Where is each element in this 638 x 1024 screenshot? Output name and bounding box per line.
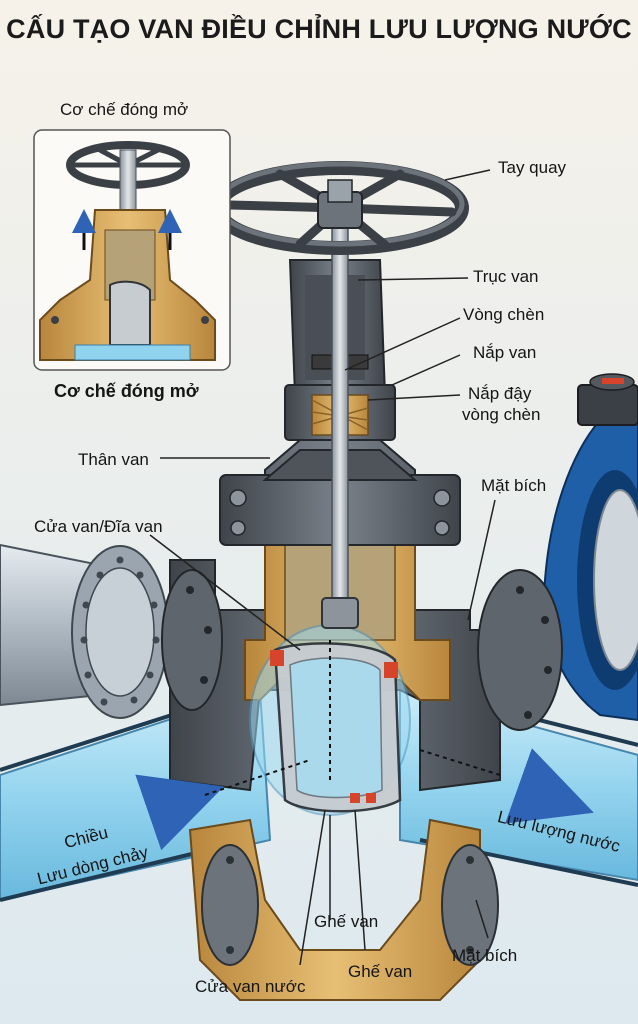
leader-lines bbox=[149, 169, 496, 966]
label-seat-1: Ghế van bbox=[314, 912, 379, 931]
valve-stem bbox=[331, 214, 349, 621]
label-gland-line2: vòng chèn bbox=[462, 405, 541, 424]
label-flange-top: Mặt bích bbox=[481, 476, 547, 495]
label-body: Thân van bbox=[78, 450, 149, 469]
inset-title: Cơ chế đóng mở bbox=[60, 100, 189, 119]
left-inlet-pipe bbox=[0, 543, 169, 719]
gate-disc bbox=[249, 597, 411, 816]
label-seat-2: Ghế van bbox=[348, 962, 413, 981]
label-disc: Cửa van/Đĩa van bbox=[34, 517, 163, 536]
label-stem: Trục van bbox=[473, 267, 539, 286]
page-title: CẤU TẠO VAN ĐIỀU CHỈNH LƯU LƯỢNG NƯỚC bbox=[6, 14, 632, 44]
label-flange-bottom: Mặt bích bbox=[452, 946, 518, 965]
inset-panel bbox=[33, 129, 231, 371]
label-gland-line1: Nắp đậy bbox=[468, 384, 532, 403]
butterfly-valve bbox=[543, 373, 638, 722]
flow-arrows bbox=[135, 748, 594, 851]
label-bonnet: Nắp van bbox=[473, 343, 537, 362]
inset-caption: Cơ chế đóng mở bbox=[54, 381, 199, 401]
label-water-gate: Cửa van nước bbox=[195, 977, 306, 996]
label-packing: Vòng chèn bbox=[463, 305, 545, 324]
lower-valve-body bbox=[188, 818, 499, 1001]
label-handwheel: Tay quay bbox=[498, 158, 567, 177]
